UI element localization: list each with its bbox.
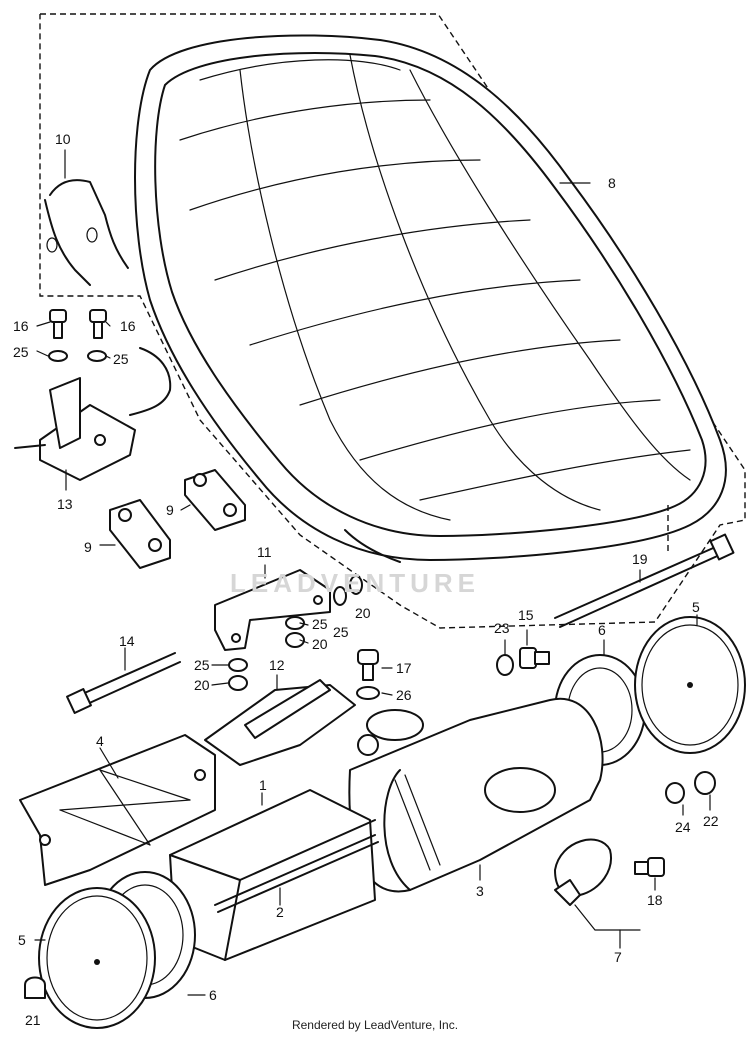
callout-9-right: 9 — [166, 502, 174, 518]
callout-3: 3 — [476, 883, 484, 899]
callout-8: 8 — [608, 175, 616, 191]
callout-20-lower: 20 — [194, 677, 210, 693]
seat-latch — [14, 347, 172, 481]
leader-lines — [34, 149, 711, 996]
callout-2: 2 — [276, 904, 284, 920]
callout-18: 18 — [647, 892, 663, 908]
seat-group-outline — [39, 13, 746, 629]
callout-20-top: 20 — [355, 605, 371, 621]
callout-9-left: 9 — [84, 539, 92, 555]
spring-clip — [44, 179, 129, 286]
callout-16-right: 16 — [120, 318, 136, 334]
washer-24-nut-22 — [665, 771, 716, 804]
air-cleaner-case — [348, 697, 604, 893]
callout-11: 11 — [257, 544, 272, 560]
callout-25-left: 25 — [13, 344, 29, 360]
long-bolt-19 — [554, 533, 735, 628]
callout-10: 10 — [55, 131, 71, 147]
callout-6-left: 6 — [209, 987, 217, 1003]
cap-nut-21 — [24, 976, 46, 999]
cover-5-right — [634, 616, 746, 754]
nuts-washers-20-25 — [228, 575, 363, 691]
long-bolt-14 — [66, 652, 181, 714]
callout-1: 1 — [259, 777, 267, 793]
block-9-right — [184, 469, 246, 531]
callout-15: 15 — [518, 607, 534, 623]
callout-13: 13 — [57, 496, 73, 512]
callout-7: 7 — [614, 949, 622, 965]
callout-12: 12 — [269, 657, 285, 673]
callout-17: 17 — [396, 660, 412, 676]
bracket-11 — [214, 569, 331, 651]
callout-25-bracket: 25 — [312, 616, 328, 632]
rod-2 — [214, 834, 379, 913]
clamp-upper — [357, 709, 424, 756]
callout-5-left: 5 — [18, 932, 26, 948]
callout-25-lower: 25 — [194, 657, 210, 673]
washers-25-upper — [48, 350, 107, 362]
holder-12 — [204, 679, 356, 766]
callout-23: 23 — [494, 620, 510, 636]
callout-24: 24 — [675, 819, 691, 835]
callout-25-mid: 25 — [333, 624, 349, 640]
clamp-7 — [554, 838, 612, 906]
bolt-17 — [356, 649, 380, 700]
callout-14: 14 — [119, 633, 135, 649]
cover-5-left — [38, 887, 156, 1029]
callout-26: 26 — [396, 687, 412, 703]
seat — [134, 34, 727, 563]
bolt-18 — [634, 857, 665, 877]
footer-credit: Rendered by LeadVenture, Inc. — [291, 1018, 459, 1032]
plate-4 — [19, 734, 216, 886]
callout-6-right: 6 — [598, 622, 606, 638]
callout-5-right: 5 — [692, 599, 700, 615]
callout-22: 22 — [703, 813, 719, 829]
callout-19: 19 — [632, 551, 648, 567]
callout-16-left: 16 — [13, 318, 29, 334]
bolts-16 — [49, 309, 107, 339]
callout-4: 4 — [96, 733, 104, 749]
callout-20-bracket: 20 — [312, 636, 328, 652]
watermark: LEADVENTURE — [230, 568, 481, 598]
callout-21: 21 — [25, 1012, 41, 1028]
callout-25-right: 25 — [113, 351, 129, 367]
block-9-left — [109, 499, 171, 569]
